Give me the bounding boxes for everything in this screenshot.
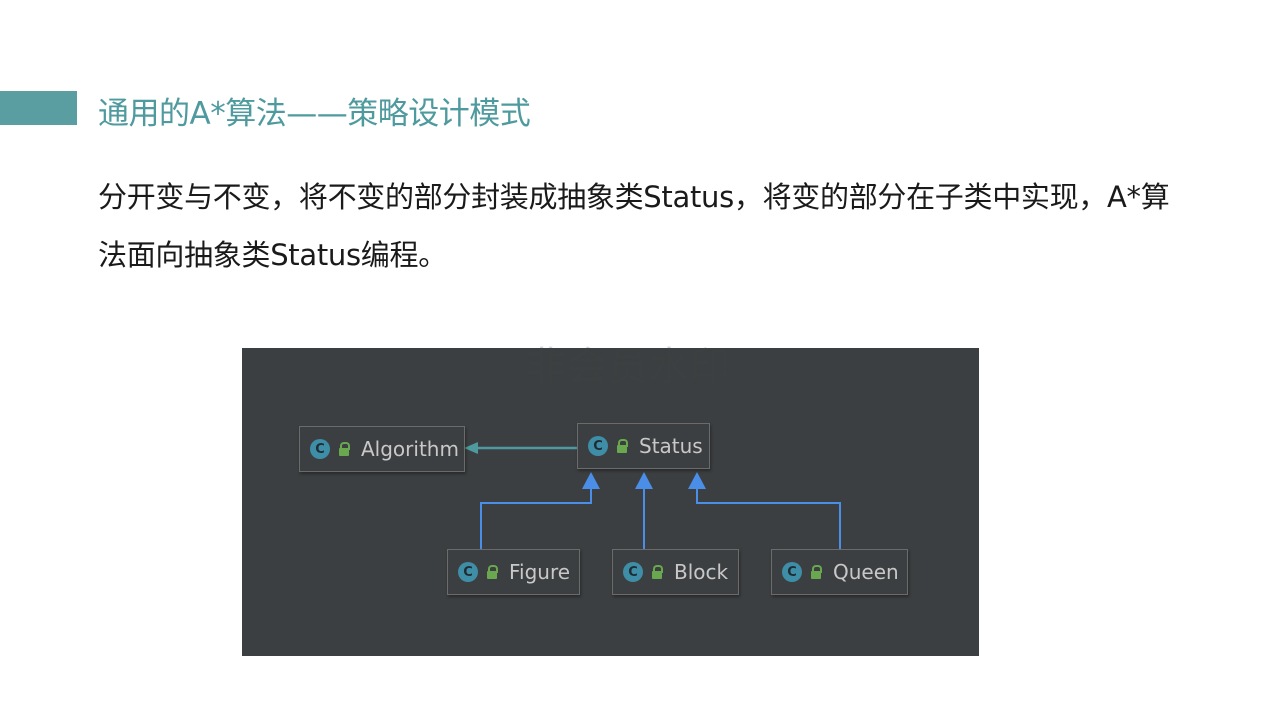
- class-node-figure: C Figure: [447, 549, 580, 595]
- watermark: 非会员水印: [526, 344, 731, 390]
- public-lock-icon: [486, 565, 499, 579]
- class-name: Queen: [833, 560, 899, 584]
- slide-title: 通用的A*算法——策略设计模式: [98, 96, 531, 132]
- inheritance-arrowhead-queen: [688, 472, 706, 489]
- accent-bar: [0, 91, 77, 125]
- class-icon: C: [310, 439, 330, 459]
- public-lock-icon: [651, 565, 664, 579]
- class-icon: C: [588, 436, 608, 456]
- association-arrowhead: [464, 442, 478, 454]
- inheritance-arrowhead-block: [635, 472, 653, 489]
- class-diagram: 非会员水印 C Algorithm C Status C Figure C Bl…: [242, 344, 979, 656]
- class-icon: C: [782, 562, 802, 582]
- class-node-block: C Block: [612, 549, 739, 595]
- class-name: Block: [674, 560, 729, 584]
- class-name: Status: [639, 434, 703, 458]
- class-node-algorithm: C Algorithm: [299, 426, 465, 472]
- public-lock-icon: [338, 442, 351, 456]
- class-node-queen: C Queen: [771, 549, 908, 595]
- public-lock-icon: [810, 565, 823, 579]
- inheritance-arrowhead-figure: [582, 472, 600, 489]
- inheritance-line-queen: [696, 489, 841, 549]
- class-icon: C: [458, 562, 478, 582]
- class-name: Algorithm: [361, 437, 459, 461]
- diagram-connectors: [464, 442, 841, 549]
- public-lock-icon: [616, 439, 629, 453]
- class-icon: C: [623, 562, 643, 582]
- slide-body-text: 分开变与不变，将不变的部分封装成抽象类Status，将变的部分在子类中实现，A*…: [98, 180, 1170, 272]
- class-node-status: C Status: [577, 423, 710, 469]
- class-name: Figure: [509, 560, 571, 584]
- inheritance-line-figure: [480, 489, 592, 549]
